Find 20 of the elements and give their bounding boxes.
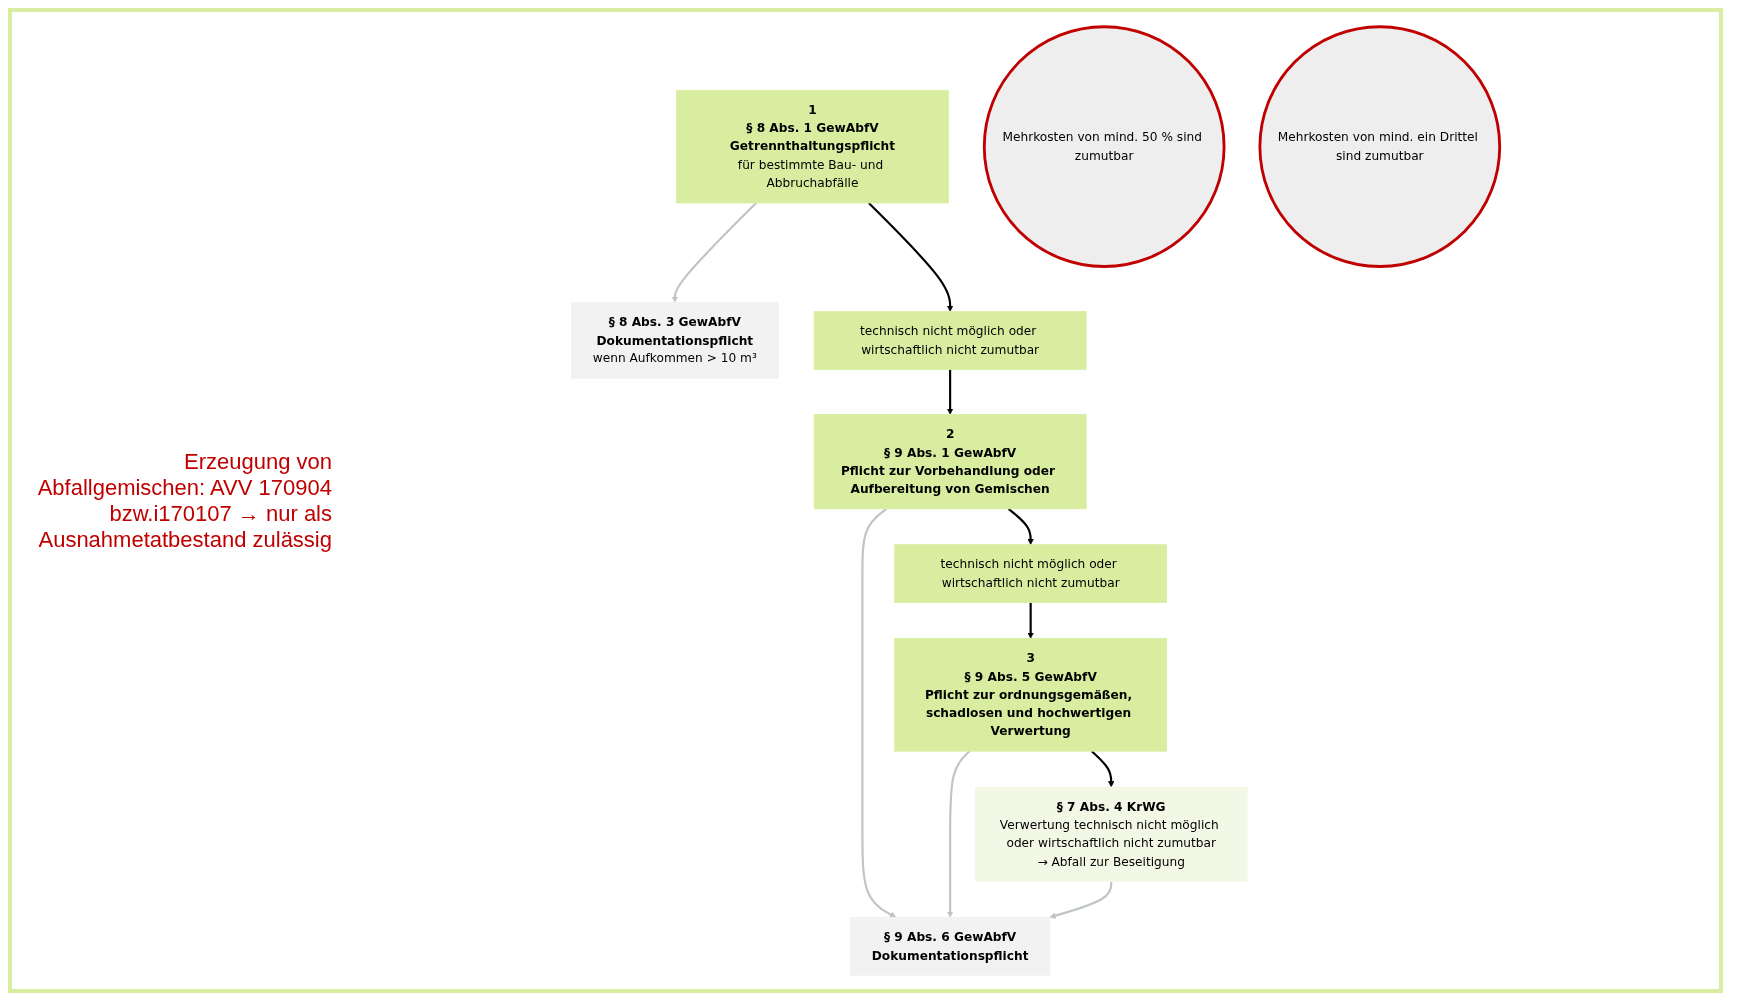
arrow [1027, 602, 1034, 639]
arrow [946, 749, 971, 918]
node-box: 3 § 9 Abs. 5 GewAbfV Pflicht zur ordnungsgemäßen, schadlosen und hochwertigen Verwertung [894, 637, 1168, 752]
node-box: technisch nicht möglich oder wirtschaftlich nicht zumutbar [894, 543, 1168, 603]
node-circle: Mehrkosten von mind. ein Drittel sind zumutbar [1258, 24, 1502, 268]
arrow [1049, 881, 1113, 919]
arrow [1007, 507, 1034, 545]
arrow [946, 368, 954, 415]
node-box: § 9 Abs. 6 GewAbfV Dokumentationspflicht [849, 916, 1051, 976]
node-box: § 8 Abs. 3 GewAbfV Dokumentationspflicht wenn Aufkommen > 10 m³ [570, 301, 779, 379]
node-box: 1 § 8 Abs. 1 GewAbfV Getrennthaltungspflicht für bestimmte Bau- und Abbruchabfälle [676, 89, 949, 203]
arrow [1091, 749, 1115, 787]
node-box: § 7 Abs. 4 KrWG Verwertung technisch nicht möglich oder wirtschaftlich nicht zumutbar → Abfall zur Beseitigung [974, 786, 1248, 882]
node-circle: Mehrkosten von mind. 50 % sind zumutbar [982, 24, 1226, 268]
arrow [671, 201, 757, 303]
node-box: 2 § 9 Abs. 1 GewAbfV Pflicht zur Vorbehandlung oder Aufbereitung von Gemischen [813, 413, 1087, 509]
arrow [868, 201, 954, 312]
arrow [861, 507, 897, 918]
node-box: technisch nicht möglich oder wirtschaftlich nicht zumutbar [813, 310, 1087, 370]
note-text: Erzeugung von Abfallgemischen: AVV 170904 bzw.i170107 → nur als Ausnahmetatbestand zulässig [36, 448, 332, 553]
